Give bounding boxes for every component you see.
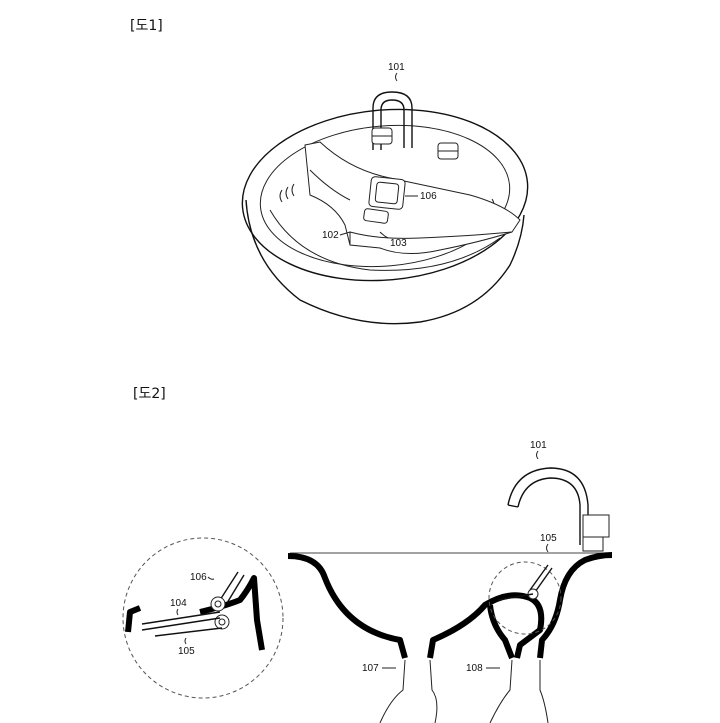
- fig1-label-opening: 103: [390, 238, 407, 249]
- fig2-label-pipe-right: 108: [466, 663, 483, 674]
- fig2-faucet: [507, 467, 610, 552]
- fig1-faucet: [371, 91, 459, 160]
- fig2-enlarged-detail: [125, 571, 265, 651]
- fig1-label-body: 102: [322, 230, 339, 241]
- detail-label-cover: 106: [190, 572, 207, 583]
- fig2-detail-circle-large: [122, 537, 284, 699]
- fig2-label-pipe-left: 107: [362, 663, 379, 674]
- fig2-label-faucet: 101: [530, 440, 547, 451]
- fig2-detail-circle-small: [488, 561, 562, 635]
- fig2-small-hinge: [497, 564, 553, 601]
- fig1-drain-cover: [363, 176, 406, 224]
- fig1-insert-plate: [304, 141, 521, 254]
- fig2-drain-pipes: [379, 659, 549, 723]
- fig1-label-drain-cover: 106: [420, 191, 437, 202]
- fig1-label-faucet: 101: [388, 62, 405, 73]
- fig2-basin-section: [287, 552, 613, 660]
- fig1-basin: [241, 108, 529, 325]
- fig2-label-hinge: 105: [540, 533, 557, 544]
- fig2-title: [도2]: [133, 386, 166, 402]
- detail-label-hinge: 105: [178, 646, 195, 657]
- fig1-title: [도1]: [130, 18, 163, 34]
- detail-label-arm: 104: [170, 598, 187, 609]
